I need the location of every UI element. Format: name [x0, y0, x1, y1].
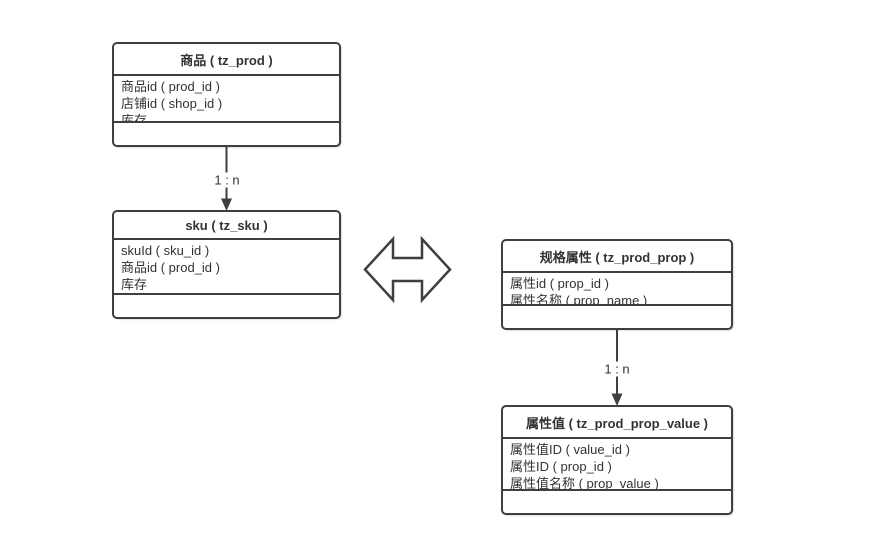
- relation-label-1n: 1 : n: [601, 361, 633, 377]
- entity-empty-section: [503, 304, 731, 328]
- entity-empty-section: [503, 489, 731, 513]
- field-row: skuId ( sku_id ): [121, 243, 210, 258]
- entity-table-prod-prop[interactable]: 规格属性 ( tz_prod_prop ) 属性id ( prop_id ) 属…: [501, 239, 733, 330]
- field-row: 库存: [121, 277, 148, 292]
- entity-fields: skuId ( sku_id ) 商品id ( prod_id ) 库存: [114, 240, 339, 293]
- entity-empty-section: [114, 121, 339, 145]
- field-row: 属性ID ( prop_id ): [510, 459, 612, 474]
- field-row: 属性id ( prop_id ): [510, 276, 609, 291]
- entity-fields: 属性id ( prop_id ) 属性名称 ( prop_name ): [503, 273, 731, 304]
- field-row: 商品id ( prod_id ): [121, 260, 220, 275]
- field-row: 商品id ( prod_id ): [121, 79, 220, 94]
- field-row: 属性值名称 ( prop_value ): [510, 476, 659, 489]
- arrowhead-down-icon: [221, 198, 232, 211]
- entity-title: 规格属性 ( tz_prod_prop ): [503, 241, 731, 273]
- relation-label-1n: 1 : n: [211, 172, 243, 188]
- entity-title: 属性值 ( tz_prod_prop_value ): [503, 407, 731, 439]
- entity-fields: 商品id ( prod_id ) 店铺id ( shop_id ) 库存: [114, 76, 339, 121]
- entity-table-prod[interactable]: 商品 ( tz_prod ) 商品id ( prod_id ) 店铺id ( s…: [112, 42, 341, 147]
- field-row: 属性值ID ( value_id ): [510, 442, 630, 457]
- field-row: 属性名称 ( prop_name ): [510, 293, 648, 304]
- entity-fields: 属性值ID ( value_id ) 属性ID ( prop_id ) 属性值名…: [503, 439, 731, 489]
- entity-title: 商品 ( tz_prod ): [114, 44, 339, 76]
- entity-empty-section: [114, 293, 339, 317]
- arrowhead-down-icon: [611, 393, 623, 406]
- entity-title: sku ( tz_sku ): [114, 212, 339, 240]
- entity-table-prod-prop-value[interactable]: 属性值 ( tz_prod_prop_value ) 属性值ID ( value…: [501, 405, 733, 515]
- field-row: 库存: [121, 113, 148, 121]
- field-row: 店铺id ( shop_id ): [121, 96, 223, 111]
- double-arrow-icon[interactable]: [363, 235, 452, 304]
- entity-table-sku[interactable]: sku ( tz_sku ) skuId ( sku_id ) 商品id ( p…: [112, 210, 341, 319]
